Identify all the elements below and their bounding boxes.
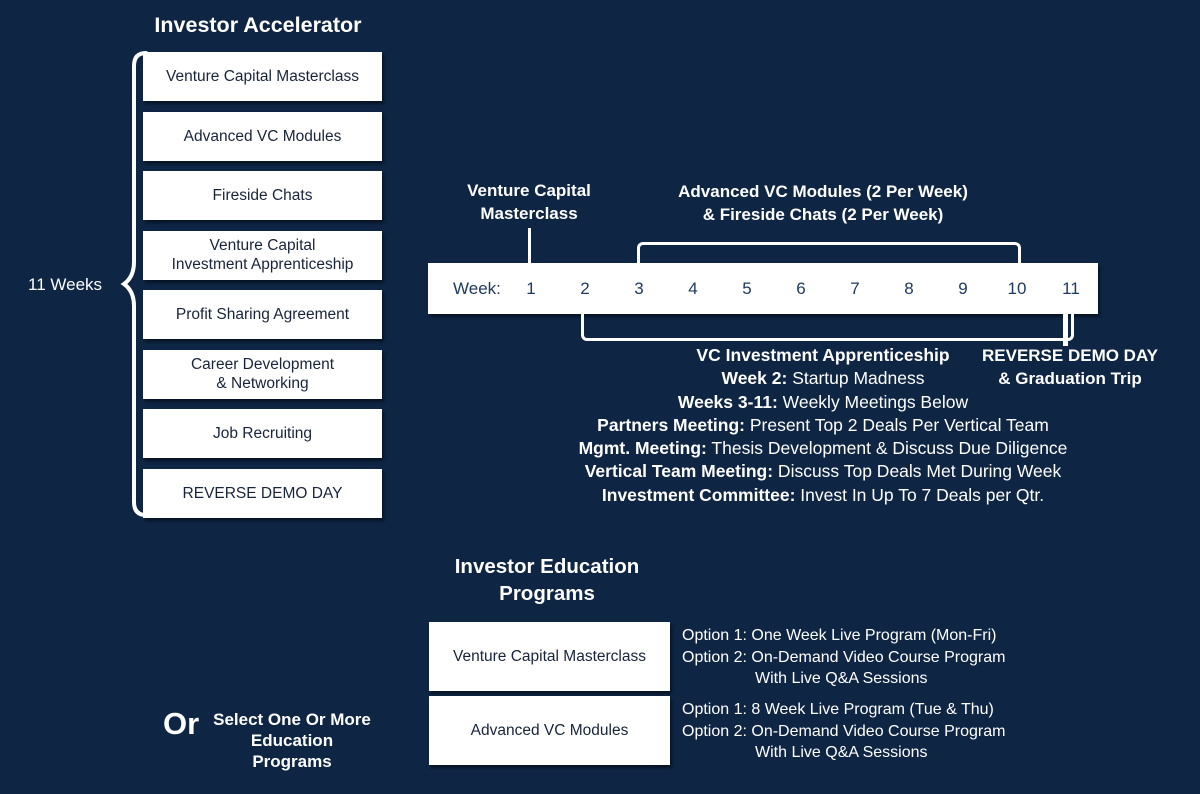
eleven-weeks-brace — [120, 51, 148, 517]
modules-firesides-timeline-heading: Advanced VC Modules (2 Per Week) & Fires… — [678, 182, 968, 224]
week-label: Week: — [453, 278, 501, 298]
apprenticeship-line: Vertical Team Meeting: Discuss Top Deals… — [584, 461, 1062, 482]
program-box-profit-sharing-agreement: Profit Sharing Agreement — [143, 290, 382, 339]
apprenticeship-weeks-bracket — [581, 314, 1074, 341]
week-number-4: 4 — [688, 278, 698, 298]
option-note: With Live Q&A Sessions — [755, 670, 928, 687]
program-box-advanced-vc-modules: Advanced VC Modules — [143, 111, 382, 161]
apprenticeship-details: VC Investment Apprenticeship Week 2: Sta… — [553, 344, 1093, 507]
option-line: Option 1: 8 Week Live Program (Tue & Thu… — [682, 701, 994, 718]
week-number-6: 6 — [796, 278, 806, 298]
program-box-career-development-networking: Career Development & Networking — [143, 349, 382, 399]
week-number-2: 2 — [580, 278, 590, 298]
apprenticeship-line: Week 2: Startup Madness — [721, 368, 925, 389]
option-line: Option 2: On-Demand Video Course Program — [682, 648, 1006, 666]
apprenticeship-line: Investment Committee: Invest In Up To 7 … — [601, 484, 1045, 505]
select-programs-label: Select One Or More Education Programs — [213, 710, 371, 771]
program-box-venture-capital-masterclass: Venture Capital Masterclass — [143, 52, 382, 101]
week-number-11: 11 — [1062, 278, 1080, 298]
modules-weeks-bracket — [637, 242, 1021, 266]
reverse-demo-day-heading: REVERSE DEMO DAY & Graduation Trip — [981, 346, 1159, 389]
program-box-job-recruiting: Job Recruiting — [143, 409, 382, 458]
accelerator-program-list: Venture Capital Masterclass Advanced VC … — [143, 52, 382, 518]
week-number-8: 8 — [904, 278, 914, 298]
education-box-venture-capital-masterclass: Venture Capital Masterclass — [429, 622, 670, 691]
accelerator-title: Investor Accelerator — [154, 13, 362, 37]
program-box-fireside-chats: Fireside Chats — [143, 171, 382, 220]
week-number-3: 3 — [634, 278, 644, 298]
week-number-5: 5 — [742, 278, 752, 298]
masterclass-timeline-heading: Venture Capital Masterclass — [467, 181, 591, 223]
program-box-vc-investment-apprenticeship: Venture Capital Investment Apprenticeshi… — [143, 230, 382, 280]
option-note: With Live Q&A Sessions — [755, 744, 928, 761]
duration-label: 11 Weeks — [28, 275, 103, 294]
week-number-1: 1 — [526, 278, 536, 298]
week-number-7: 7 — [850, 278, 860, 298]
education-title: Investor Education Programs — [454, 555, 640, 605]
apprenticeship-line: Partners Meeting: Present Top 2 Deals Pe… — [597, 414, 1049, 435]
education-options-masterclass: Option 1: One Week Live Program (Mon-Fri… — [682, 625, 1042, 690]
apprenticeship-line: Weeks 3-11: Weekly Meetings Below — [677, 391, 969, 412]
education-box-advanced-vc-modules: Advanced VC Modules — [429, 696, 670, 765]
week-number-10: 10 — [1007, 278, 1027, 298]
program-box-reverse-demo-day: REVERSE DEMO DAY — [143, 468, 382, 518]
apprenticeship-line: VC Investment Apprenticeship — [696, 345, 950, 365]
masterclass-pointer-line — [528, 228, 531, 263]
reverse-demo-day-tick — [1063, 314, 1068, 346]
option-line: Option 2: On-Demand Video Course Program — [682, 722, 1006, 740]
or-label: Or — [163, 706, 200, 741]
apprenticeship-line: Mgmt. Meeting: Thesis Development & Disc… — [578, 438, 1068, 459]
option-line: Option 1: One Week Live Program (Mon-Fri… — [682, 627, 997, 644]
week-number-9: 9 — [958, 278, 968, 298]
education-options-modules: Option 1: 8 Week Live Program (Tue & Thu… — [682, 699, 1042, 764]
week-timeline-bar: Week: 1 2 3 4 5 6 7 8 9 10 11 — [428, 263, 1098, 314]
